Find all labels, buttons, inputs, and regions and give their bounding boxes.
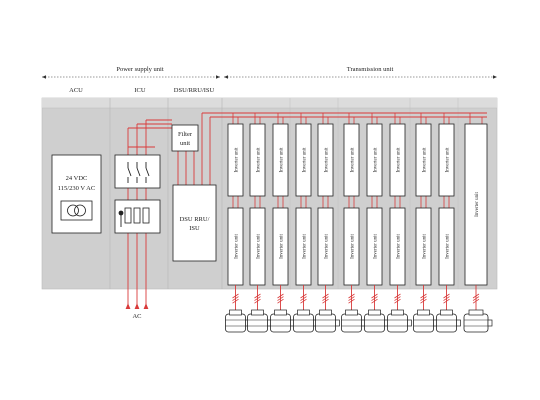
acu-label: ACU	[69, 87, 83, 94]
inverter-unit-label: Inverter unit	[234, 147, 239, 172]
dc-bus-wiring	[127, 112, 487, 306]
ac-supply-arrows	[125, 303, 149, 309]
inverter-unit: Inverter unit	[272, 123, 289, 197]
inverter-unit: Inverter unit	[366, 123, 383, 197]
cable-slash-icon	[322, 285, 329, 314]
inverter-unit: Inverter unit	[317, 207, 334, 286]
acu-voltage-ac: 115/230 V AC	[58, 185, 95, 192]
inverter-unit-label: Inverter unit	[350, 233, 355, 258]
inverter-unit: Inverter unit	[295, 123, 312, 197]
inverter-unit: Inverter unit	[249, 123, 266, 197]
inverter-unit: Inverter unit	[272, 207, 289, 286]
icu-label: ICU	[134, 87, 146, 94]
motors-row	[225, 309, 493, 333]
inverter-unit: Inverter unit	[415, 207, 432, 286]
filter-unit-label-1: Filter	[178, 131, 193, 138]
filter-unit-box: Filter unit	[171, 124, 199, 152]
power-supply-section-label: Power supply unit	[116, 66, 164, 73]
inverter-unit-label: Inverter unit	[256, 147, 261, 172]
cable-slash-icon	[232, 285, 239, 314]
motor-icon	[364, 309, 389, 333]
inverter-unit-label: Inverter unit	[350, 147, 355, 172]
inverter-unit: Inverter unit	[366, 207, 383, 286]
cable-slash-icon	[394, 285, 401, 314]
acu-voltage-dc: 24 VDC	[66, 175, 88, 182]
inverter-unit: Inverter unit	[438, 123, 455, 197]
dsu-label-2: ISU	[189, 225, 200, 232]
inverter-unit-label: Inverter unit	[234, 233, 239, 258]
cable-slash-icon	[420, 285, 427, 314]
inverter-unit: Inverter unit	[249, 207, 266, 286]
inverter-unit-label: Inverter unit	[373, 147, 378, 172]
inverter-unit-large-label: Inverter unit	[475, 191, 480, 216]
inverter-unit: Inverter unit	[343, 207, 360, 286]
acu-power-box: 24 VDC 115/230 V AC	[51, 154, 102, 234]
motor-icon	[315, 309, 340, 333]
inverter-unit-label: Inverter unit	[279, 233, 284, 258]
dsu-label: DSU/RRU/ISU	[174, 87, 215, 94]
inverter-unit-label: Inverter unit	[422, 147, 427, 172]
motor-icon	[436, 309, 461, 333]
dsu-rru-isu-box: DSU RRU/ ISU	[172, 184, 217, 262]
motor-icon	[387, 309, 412, 333]
inverter-unit: Inverter unit	[227, 207, 244, 286]
inverter-unit: Inverter unit	[295, 207, 312, 286]
dsu-label-1: DSU RRU/	[180, 216, 210, 223]
section-header-bar: Power supply unit Transmission unit	[42, 66, 497, 79]
inverter-unit-label: Inverter unit	[422, 233, 427, 258]
inverter-unit: Inverter unit	[389, 123, 406, 197]
cable-slash-icon	[443, 285, 450, 314]
inverter-unit-label: Inverter unit	[302, 147, 307, 172]
inverter-unit: Inverter unit	[343, 123, 360, 197]
filter-unit-label-2: unit	[180, 140, 190, 147]
motor-icon	[463, 309, 493, 333]
motor-icon	[247, 309, 272, 333]
motor-icon	[341, 309, 366, 333]
inverter-unit-label: Inverter unit	[324, 147, 329, 172]
inverter-unit-label: Inverter unit	[373, 233, 378, 258]
motor-icon	[413, 309, 438, 333]
cable-slash-icon	[277, 285, 284, 314]
inverter-unit-label: Inverter unit	[396, 233, 401, 258]
transformer-icon	[60, 200, 93, 221]
cable-slash-icon	[300, 285, 307, 314]
inverter-unit: Inverter unit	[317, 123, 334, 197]
inverter-unit-label: Inverter unit	[324, 233, 329, 258]
motor-icon	[225, 309, 250, 333]
fuse-icon	[118, 207, 150, 227]
cable-slash-icon	[254, 285, 261, 314]
switch-icon	[127, 162, 150, 183]
inverter-unit-label: Inverter unit	[256, 233, 261, 258]
inverter-unit: Inverter unit	[227, 123, 244, 197]
inverter-unit: Inverter unit	[438, 207, 455, 286]
ac-label: AC	[132, 313, 141, 320]
cable-slash-icon	[348, 285, 355, 314]
icu-switch-box	[114, 154, 161, 189]
motor-icon	[293, 309, 318, 333]
icu-fuse-box	[114, 199, 161, 234]
inverter-unit: Inverter unit	[389, 207, 406, 286]
inverter-unit-label: Inverter unit	[302, 233, 307, 258]
inverter-unit-label: Inverter unit	[396, 147, 401, 172]
cable-slash-icon	[371, 285, 378, 314]
motor-cables	[232, 285, 480, 314]
motor-icon	[270, 309, 295, 333]
inverter-unit-label: Inverter unit	[279, 147, 284, 172]
inverter-unit-label: Inverter unit	[445, 147, 450, 172]
cable-slash-icon	[472, 285, 480, 314]
inverter-unit: Inverter unit	[415, 123, 432, 197]
inverter-unit-large: Inverter unit	[464, 123, 488, 286]
inverter-unit-label: Inverter unit	[445, 233, 450, 258]
transmission-section-label: Transmission unit	[347, 66, 394, 73]
